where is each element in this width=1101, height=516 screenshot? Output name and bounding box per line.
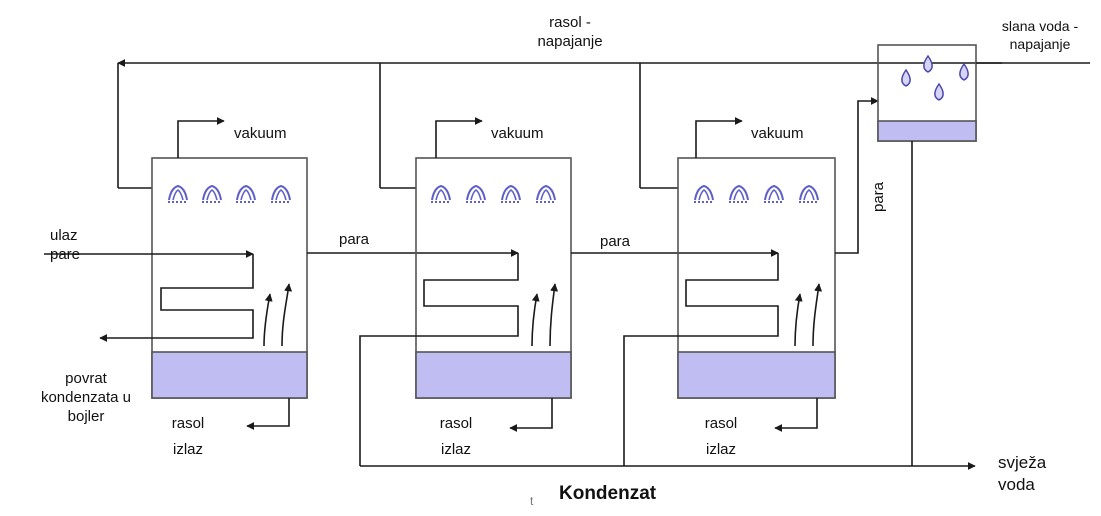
brine-feed-label: rasol - napajanje (520, 13, 620, 51)
vessel-2-rising-vapor-1 (531, 293, 540, 347)
vessel-2-coil (359, 253, 519, 466)
brine-outlet-label-3: rasol izlaz (691, 411, 751, 463)
vessel-2-brine-outlet (509, 398, 553, 432)
vessel-3-coil (623, 253, 779, 466)
vacuum-label-3: vakuum (751, 125, 804, 142)
vessel-1-spray-nozzles (167, 185, 292, 203)
small-mark: t (530, 494, 534, 508)
vessel-3-rising-vapor-1 (794, 293, 803, 347)
vessel-1-coil (99, 254, 254, 342)
vapor-label-2: para (600, 233, 631, 250)
brine-outlet-label-2-line1: rasol (439, 415, 473, 432)
vessel-1-brine-basin (151, 351, 308, 399)
salt-water-feed-label-line2: napajanje (1009, 36, 1071, 52)
vapor-line-3 (835, 97, 879, 254)
vessel-2-spray-nozzles (430, 185, 557, 203)
vessel-2-rising-vapor-2 (549, 283, 559, 347)
brine-feed-label-line1: rasol - (549, 14, 591, 31)
fresh-water-label-line2: voda (998, 475, 1035, 494)
vessel-1-rising-vapor-2 (281, 283, 293, 347)
vessel-1-brine-outlet (246, 398, 290, 430)
brine-outlet-label-3-line2: izlaz (705, 441, 736, 458)
fresh-water-label: svježa voda (998, 452, 1046, 496)
condensate-return-label-line3: bojler (67, 408, 105, 425)
steam-inlet-label-line2: pare (50, 246, 81, 263)
brine-outlet-label-3-line1: rasol (704, 415, 738, 432)
vessel-3-spray-nozzles (693, 185, 820, 203)
salt-water-feed-label: slana voda - napajanje (984, 17, 1096, 53)
vapor-label-1: para (339, 231, 370, 248)
condensate-return-label: povrat kondenzata u bojler (26, 369, 146, 426)
brine-outlet-label-2-line2: izlaz (440, 441, 471, 458)
condenser-basin (877, 120, 977, 142)
steam-inlet-label-line1: ulaz (50, 227, 78, 244)
vessel-3-vacuum-line (695, 117, 743, 158)
salt-water-feed-label-line1: slana voda - (1001, 18, 1079, 34)
vessel-1-rising-vapor-1 (263, 293, 273, 347)
steam-inlet-label: ulaz pare (50, 226, 80, 264)
vessel-2-vacuum-line (435, 117, 483, 158)
fresh-water-label-line1: svježa (998, 453, 1047, 472)
brine-outlet-label-1-line2: izlaz (172, 441, 203, 458)
brine-outlet-label-2: rasol izlaz (426, 411, 486, 463)
brine-feed-label-line2: napajanje (537, 33, 603, 50)
condensate-return-label-line2: kondenzata u (40, 389, 132, 406)
brine-outlet-label-1: rasol izlaz (158, 411, 218, 463)
vessel-2-brine-basin (415, 351, 572, 399)
vacuum-label-1: vakuum (234, 125, 287, 142)
vessel-3-brine-basin (677, 351, 836, 399)
condensate-label: Kondenzat (559, 483, 657, 504)
vessel-3-brine-outlet (774, 398, 818, 432)
vacuum-label-2: vakuum (491, 125, 544, 142)
vapor-label-3: para (870, 181, 887, 212)
brine-outlet-label-1-line1: rasol (171, 415, 205, 432)
vessel-3-rising-vapor-2 (812, 283, 823, 347)
vessel-1-vacuum-line (177, 117, 225, 158)
condensate-return-label-line1: povrat (65, 370, 107, 387)
